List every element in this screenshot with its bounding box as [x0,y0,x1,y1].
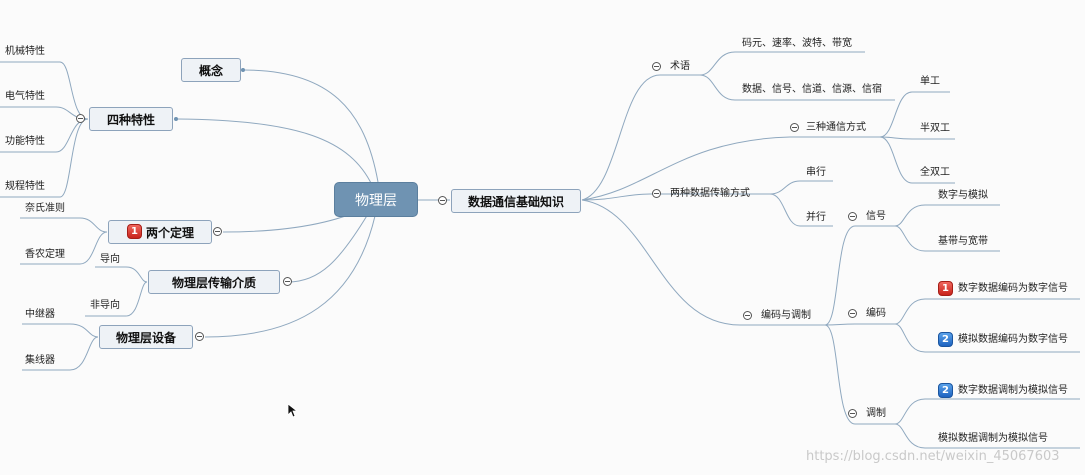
priority-1-icon: 1 [127,224,142,239]
connector-dot [174,117,178,121]
leaf-analog-to-analog: 模拟数据调制为模拟信号 [938,433,1048,444]
leaf-digital-to-analog: 数字数据调制为模拟信号 [958,385,1068,396]
mouse-cursor-icon [288,404,298,418]
watermark: https://blog.csdn.net/weixin_45067603 [806,449,1060,464]
two-theorems-node[interactable]: 两个定理 [108,220,212,244]
modulation-node[interactable]: 调制 [866,408,886,419]
root-node[interactable]: 物理层 [334,182,418,217]
collapse-toggle-icon[interactable] [848,212,857,221]
leaf-parallel: 并行 [806,212,826,223]
signal-node[interactable]: 信号 [866,211,886,222]
priority-2-icon: 2 [938,332,953,347]
collapse-toggle-icon[interactable] [848,309,857,318]
leaf-unguided: 非导向 [90,300,120,311]
collapse-toggle-icon[interactable] [743,311,752,320]
priority-2-icon: 2 [938,383,953,398]
collapse-toggle-icon[interactable] [652,62,661,71]
priority-1-icon: 1 [938,281,953,296]
leaf-shannon: 香农定理 [25,249,65,260]
leaf-simplex: 单工 [920,76,940,87]
leaf-digital-analog: 数字与模拟 [938,190,988,201]
collapse-toggle-icon[interactable] [848,409,857,418]
coding-node[interactable]: 编码 [866,308,886,319]
collapse-toggle-icon[interactable] [790,123,799,132]
leaf-hub: 集线器 [25,355,55,366]
leaf-procedural: 规程特性 [5,181,45,192]
leaf-terms-2: 数据、信号、信道、信源、信宿 [742,84,882,95]
devices-node[interactable]: 物理层设备 [99,325,193,349]
coding-modulation-node[interactable]: 编码与调制 [761,310,811,321]
leaf-mechanical: 机械特性 [5,46,45,57]
collapse-toggle-icon[interactable] [195,332,204,341]
leaf-baseband-broadband: 基带与宽带 [938,236,988,247]
concept-node[interactable]: 概念 [181,58,241,82]
leaf-half-duplex: 半双工 [920,123,950,134]
two-theorems-label: 两个定理 [145,225,194,240]
leaf-functional: 功能特性 [5,136,45,147]
leaf-digital-to-digital: 数字数据编码为数字信号 [958,283,1068,294]
data-comm-basics-node[interactable]: 数据通信基础知识 [451,189,581,213]
collapse-toggle-icon[interactable] [213,227,222,236]
leaf-terms-1: 码元、速率、波特、带宽 [742,38,852,49]
leaf-nyquist: 奈氏准则 [25,203,65,214]
leaf-repeater: 中继器 [25,309,55,320]
collapse-toggle-icon[interactable] [438,196,447,205]
connector-dot [241,68,245,72]
leaf-guided: 导向 [100,254,120,265]
collapse-toggle-icon[interactable] [652,189,661,198]
four-properties-node[interactable]: 四种特性 [89,107,173,131]
collapse-toggle-icon[interactable] [76,114,85,123]
collapse-toggle-icon[interactable] [283,277,292,286]
three-modes-node[interactable]: 三种通信方式 [806,122,866,133]
leaf-full-duplex: 全双工 [920,167,950,178]
leaf-serial: 串行 [806,167,826,178]
terms-node[interactable]: 术语 [670,61,690,72]
transmission-media-node[interactable]: 物理层传输介质 [148,270,280,294]
leaf-electrical: 电气特性 [5,91,45,102]
two-transmission-node[interactable]: 两种数据传输方式 [670,188,750,199]
leaf-analog-to-digital: 模拟数据编码为数字信号 [958,334,1068,345]
